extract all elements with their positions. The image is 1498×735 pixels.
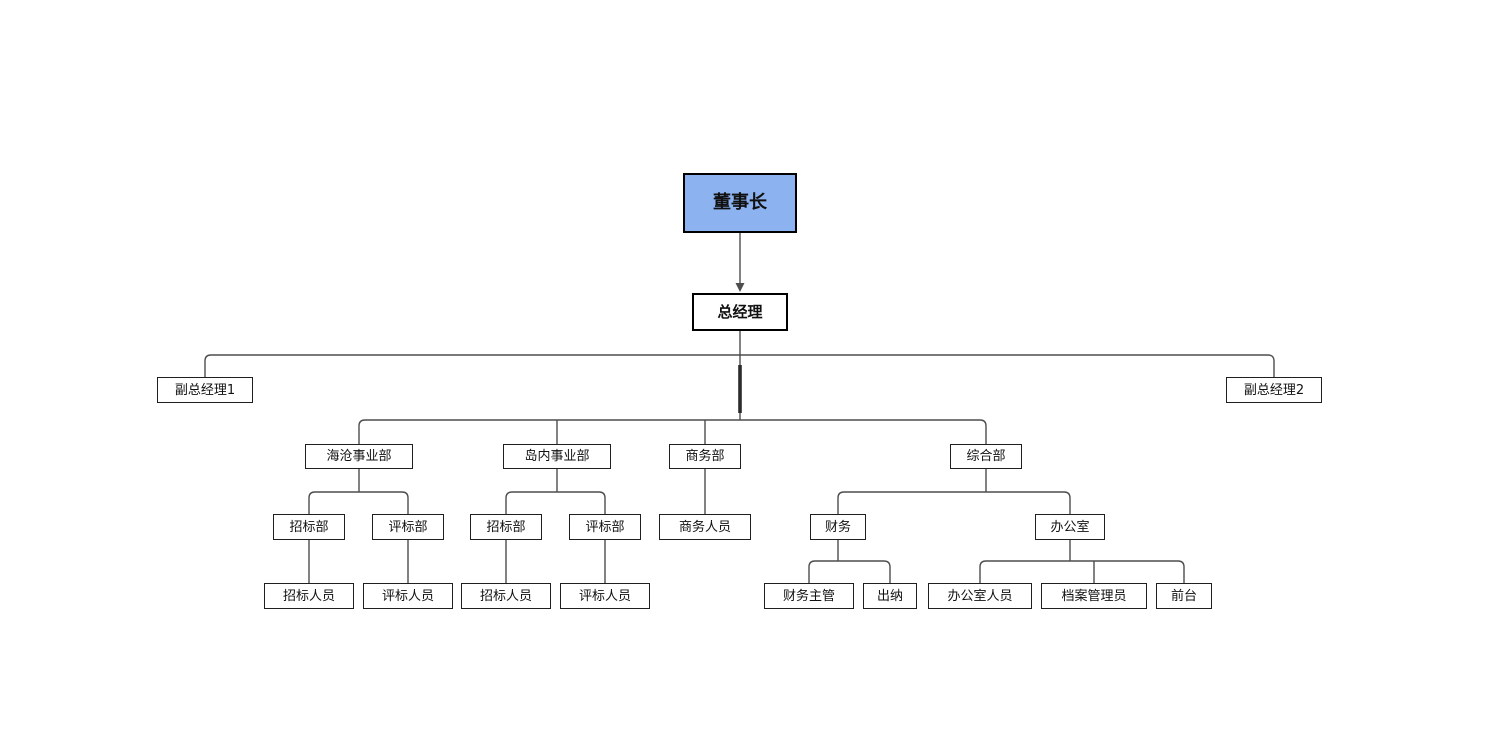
node-island-bidding-staff[interactable]: 招标人员 — [461, 583, 551, 609]
node-general-dept[interactable]: 综合部 — [950, 444, 1022, 469]
node-haicang-evaluation-dept[interactable]: 评标部 — [372, 514, 444, 540]
node-chairman[interactable]: 董事长 — [683, 173, 797, 233]
connector-deputies — [204, 354, 1275, 377]
node-island-bidding-dept[interactable]: 招标部 — [470, 514, 542, 540]
node-haicang-bidding-staff[interactable]: 招标人员 — [264, 583, 354, 609]
node-haicang-division[interactable]: 海沧事业部 — [305, 444, 413, 469]
node-reception[interactable]: 前台 — [1156, 583, 1212, 609]
node-office-staff[interactable]: 办公室人员 — [928, 583, 1032, 609]
node-island-division[interactable]: 岛内事业部 — [503, 444, 611, 469]
connector-island-split — [505, 491, 606, 514]
connector-general-split — [837, 491, 1071, 514]
node-island-evaluation-dept[interactable]: 评标部 — [569, 514, 641, 540]
node-island-evaluation-staff[interactable]: 评标人员 — [560, 583, 650, 609]
node-haicang-bidding-dept[interactable]: 招标部 — [273, 514, 345, 540]
connector-finance-split — [808, 560, 891, 583]
node-finance[interactable]: 财务 — [810, 514, 866, 540]
node-general-manager[interactable]: 总经理 — [692, 293, 788, 331]
connector-haicang-split — [308, 491, 409, 514]
arrowhead-chairman-gm — [735, 283, 745, 292]
node-commerce-staff[interactable]: 商务人员 — [659, 514, 751, 540]
node-cashier[interactable]: 出纳 — [863, 583, 917, 609]
node-finance-supervisor[interactable]: 财务主管 — [764, 583, 854, 609]
node-deputy-gm-2[interactable]: 副总经理2 — [1226, 377, 1322, 403]
node-haicang-evaluation-staff[interactable]: 评标人员 — [363, 583, 453, 609]
connector-office-split — [979, 560, 1185, 583]
node-office[interactable]: 办公室 — [1035, 514, 1105, 540]
node-deputy-gm-1[interactable]: 副总经理1 — [157, 377, 253, 403]
node-commerce-dept[interactable]: 商务部 — [669, 444, 741, 469]
node-archive-manager[interactable]: 档案管理员 — [1041, 583, 1147, 609]
connector-departments — [358, 419, 987, 444]
